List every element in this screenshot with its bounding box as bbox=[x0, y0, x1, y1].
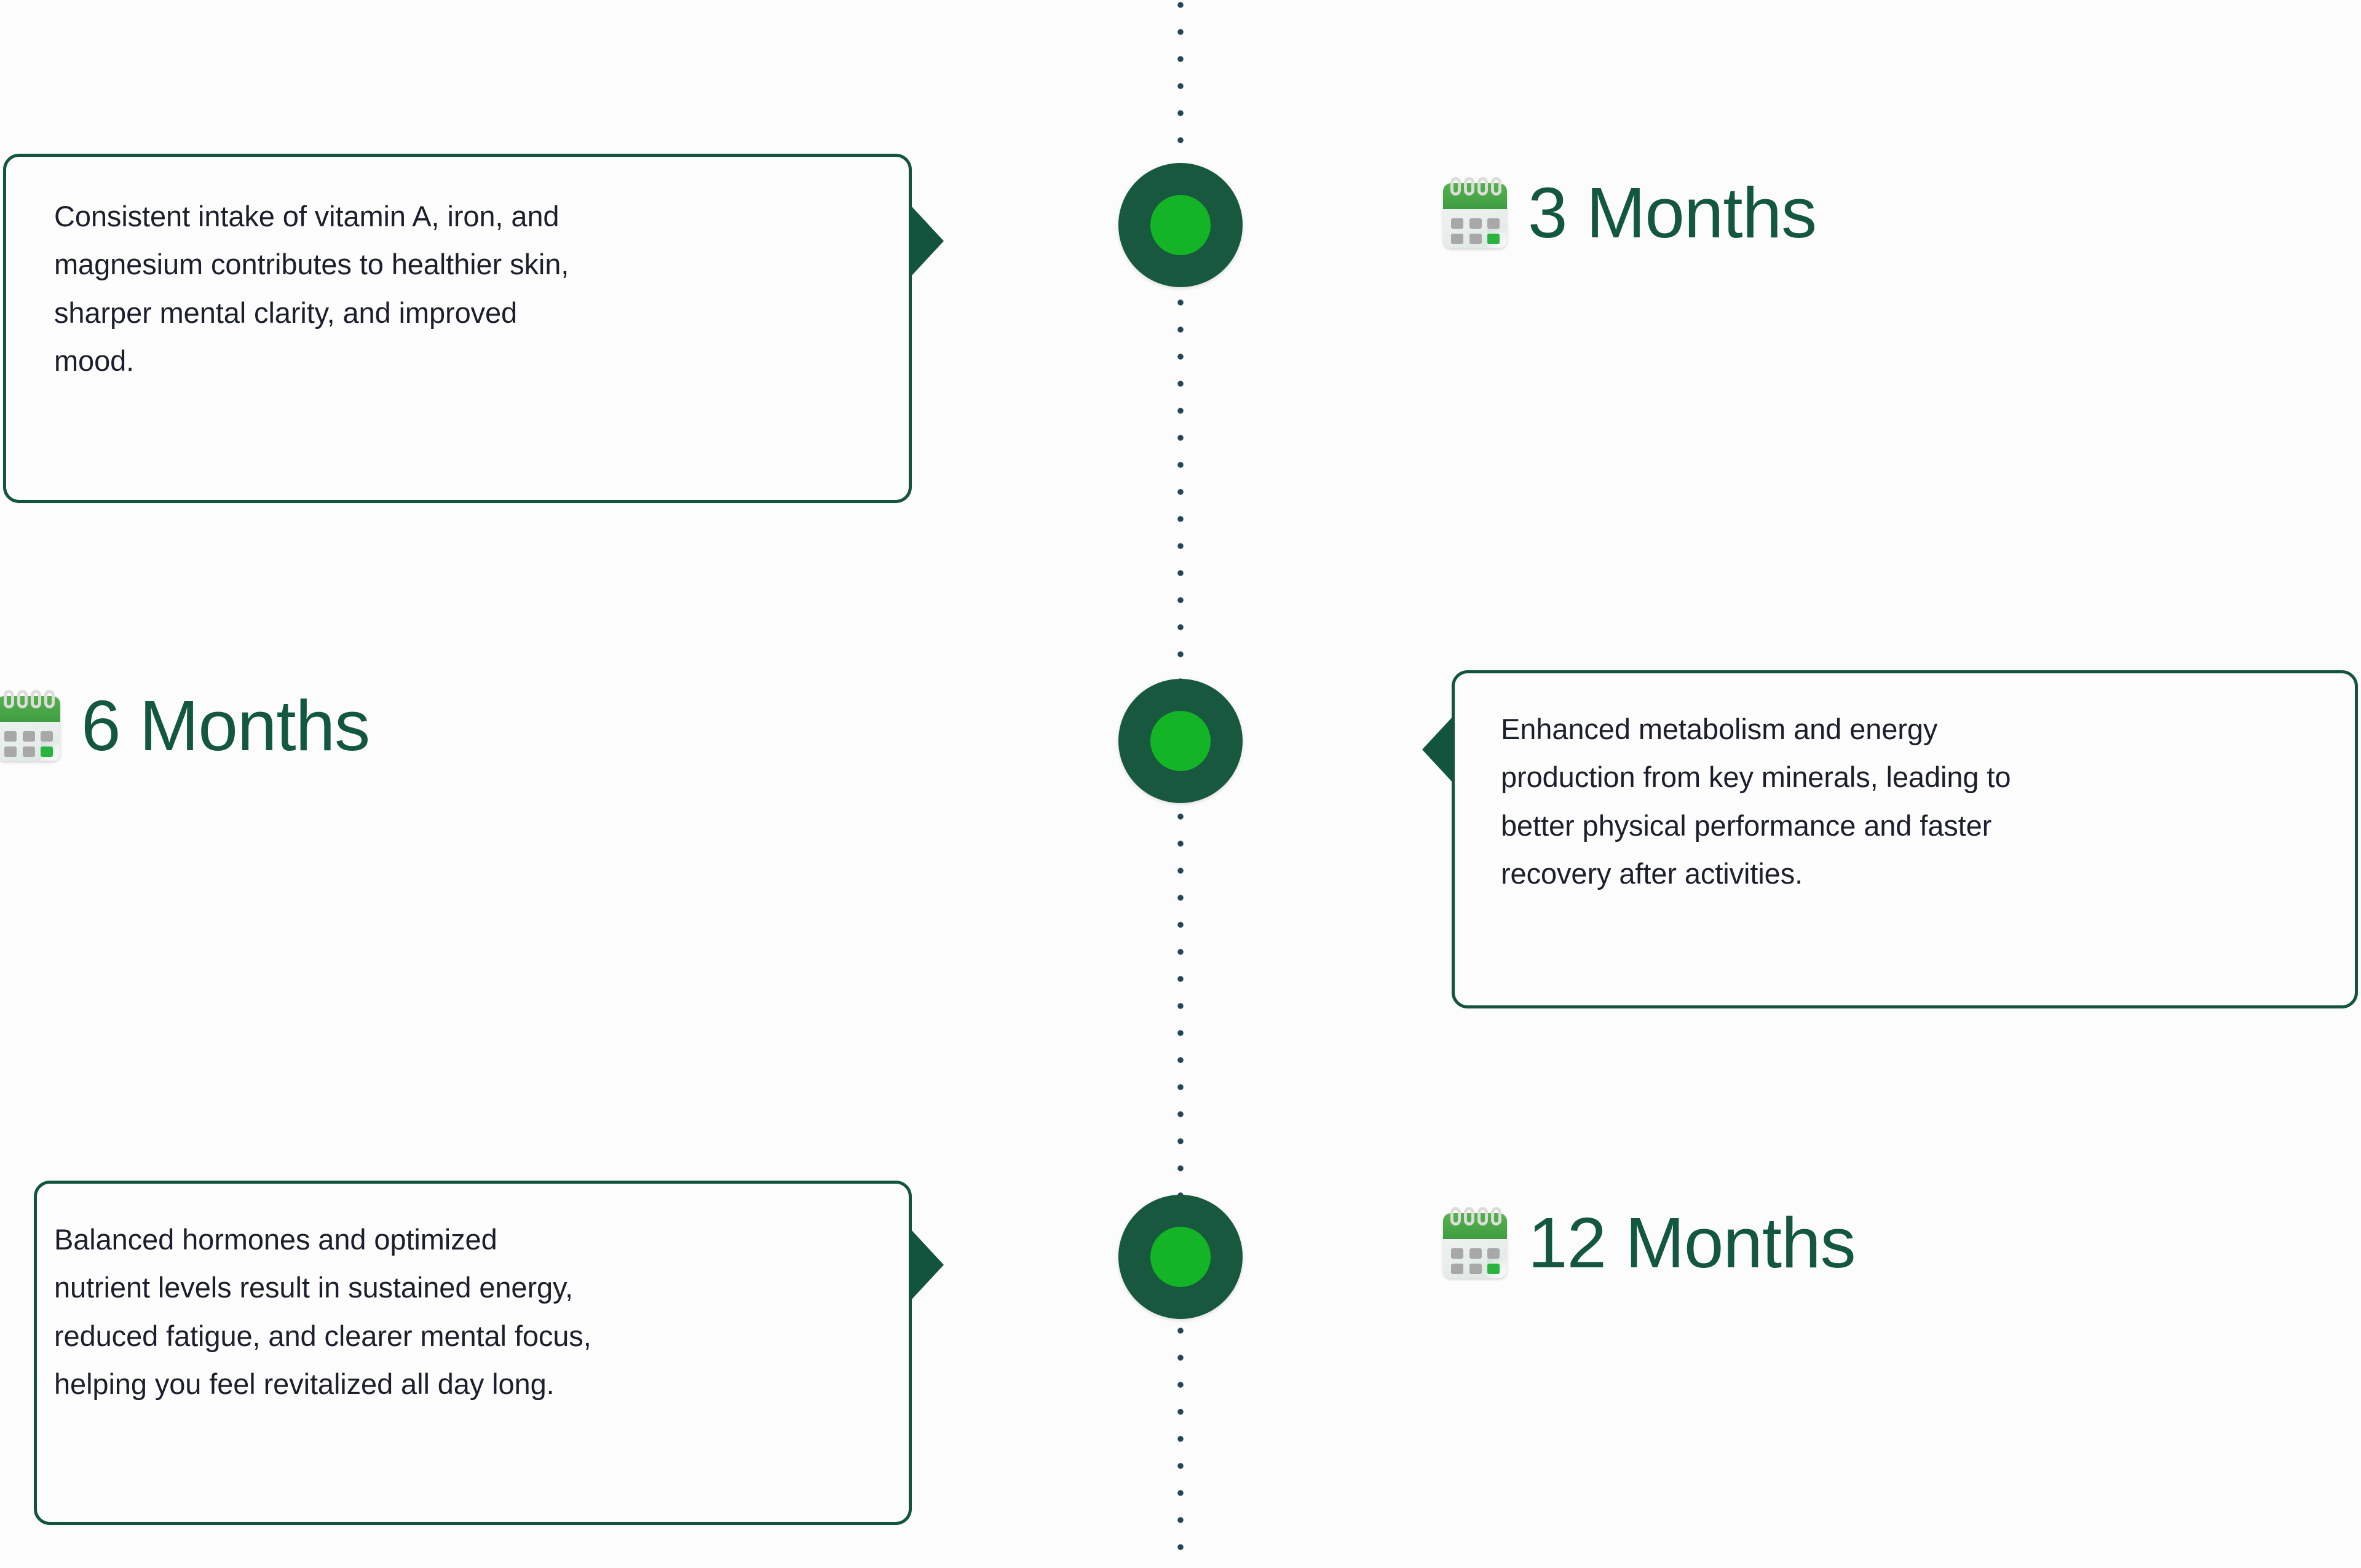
milestone-label-three-months: 3 Months bbox=[1443, 173, 1817, 253]
milestone-label-twelve-months: 12 Months bbox=[1443, 1207, 1856, 1278]
timeline-node-core bbox=[1150, 195, 1211, 255]
timeline-node-core bbox=[1150, 711, 1211, 771]
calendar-icon bbox=[1443, 1207, 1507, 1278]
callout-box-three-months: Consistent intake of vitamin A, iron, an… bbox=[3, 154, 912, 503]
milestone-label-six-months: 6 Months bbox=[0, 690, 370, 761]
callout-pointer-three-months bbox=[912, 207, 944, 275]
callout-pointer-twelve-months bbox=[912, 1230, 944, 1299]
timeline-node-three-months[interactable] bbox=[1118, 163, 1243, 287]
calendar-icon bbox=[1443, 177, 1507, 248]
timeline-node-twelve-months[interactable] bbox=[1118, 1195, 1243, 1319]
callout-pointer-six-months bbox=[1422, 715, 1454, 784]
callout-box-twelve-months: Balanced hormones and optimized nutrient… bbox=[34, 1181, 912, 1525]
milestone-title: 3 Months bbox=[1528, 173, 1817, 253]
callout-box-six-months: Enhanced metabolism and energy productio… bbox=[1452, 670, 2358, 1008]
callout-text-three-months: Consistent intake of vitamin A, iron, an… bbox=[54, 200, 569, 378]
calendar-icon bbox=[0, 690, 60, 761]
callout-text-twelve-months: Balanced hormones and optimized nutrient… bbox=[54, 1223, 591, 1401]
callout-text-six-months: Enhanced metabolism and energy productio… bbox=[1501, 713, 2011, 890]
milestone-title: 6 Months bbox=[81, 686, 370, 766]
timeline-node-core bbox=[1150, 1227, 1211, 1287]
milestone-title: 12 Months bbox=[1528, 1203, 1856, 1283]
timeline-node-six-months[interactable] bbox=[1118, 679, 1243, 803]
